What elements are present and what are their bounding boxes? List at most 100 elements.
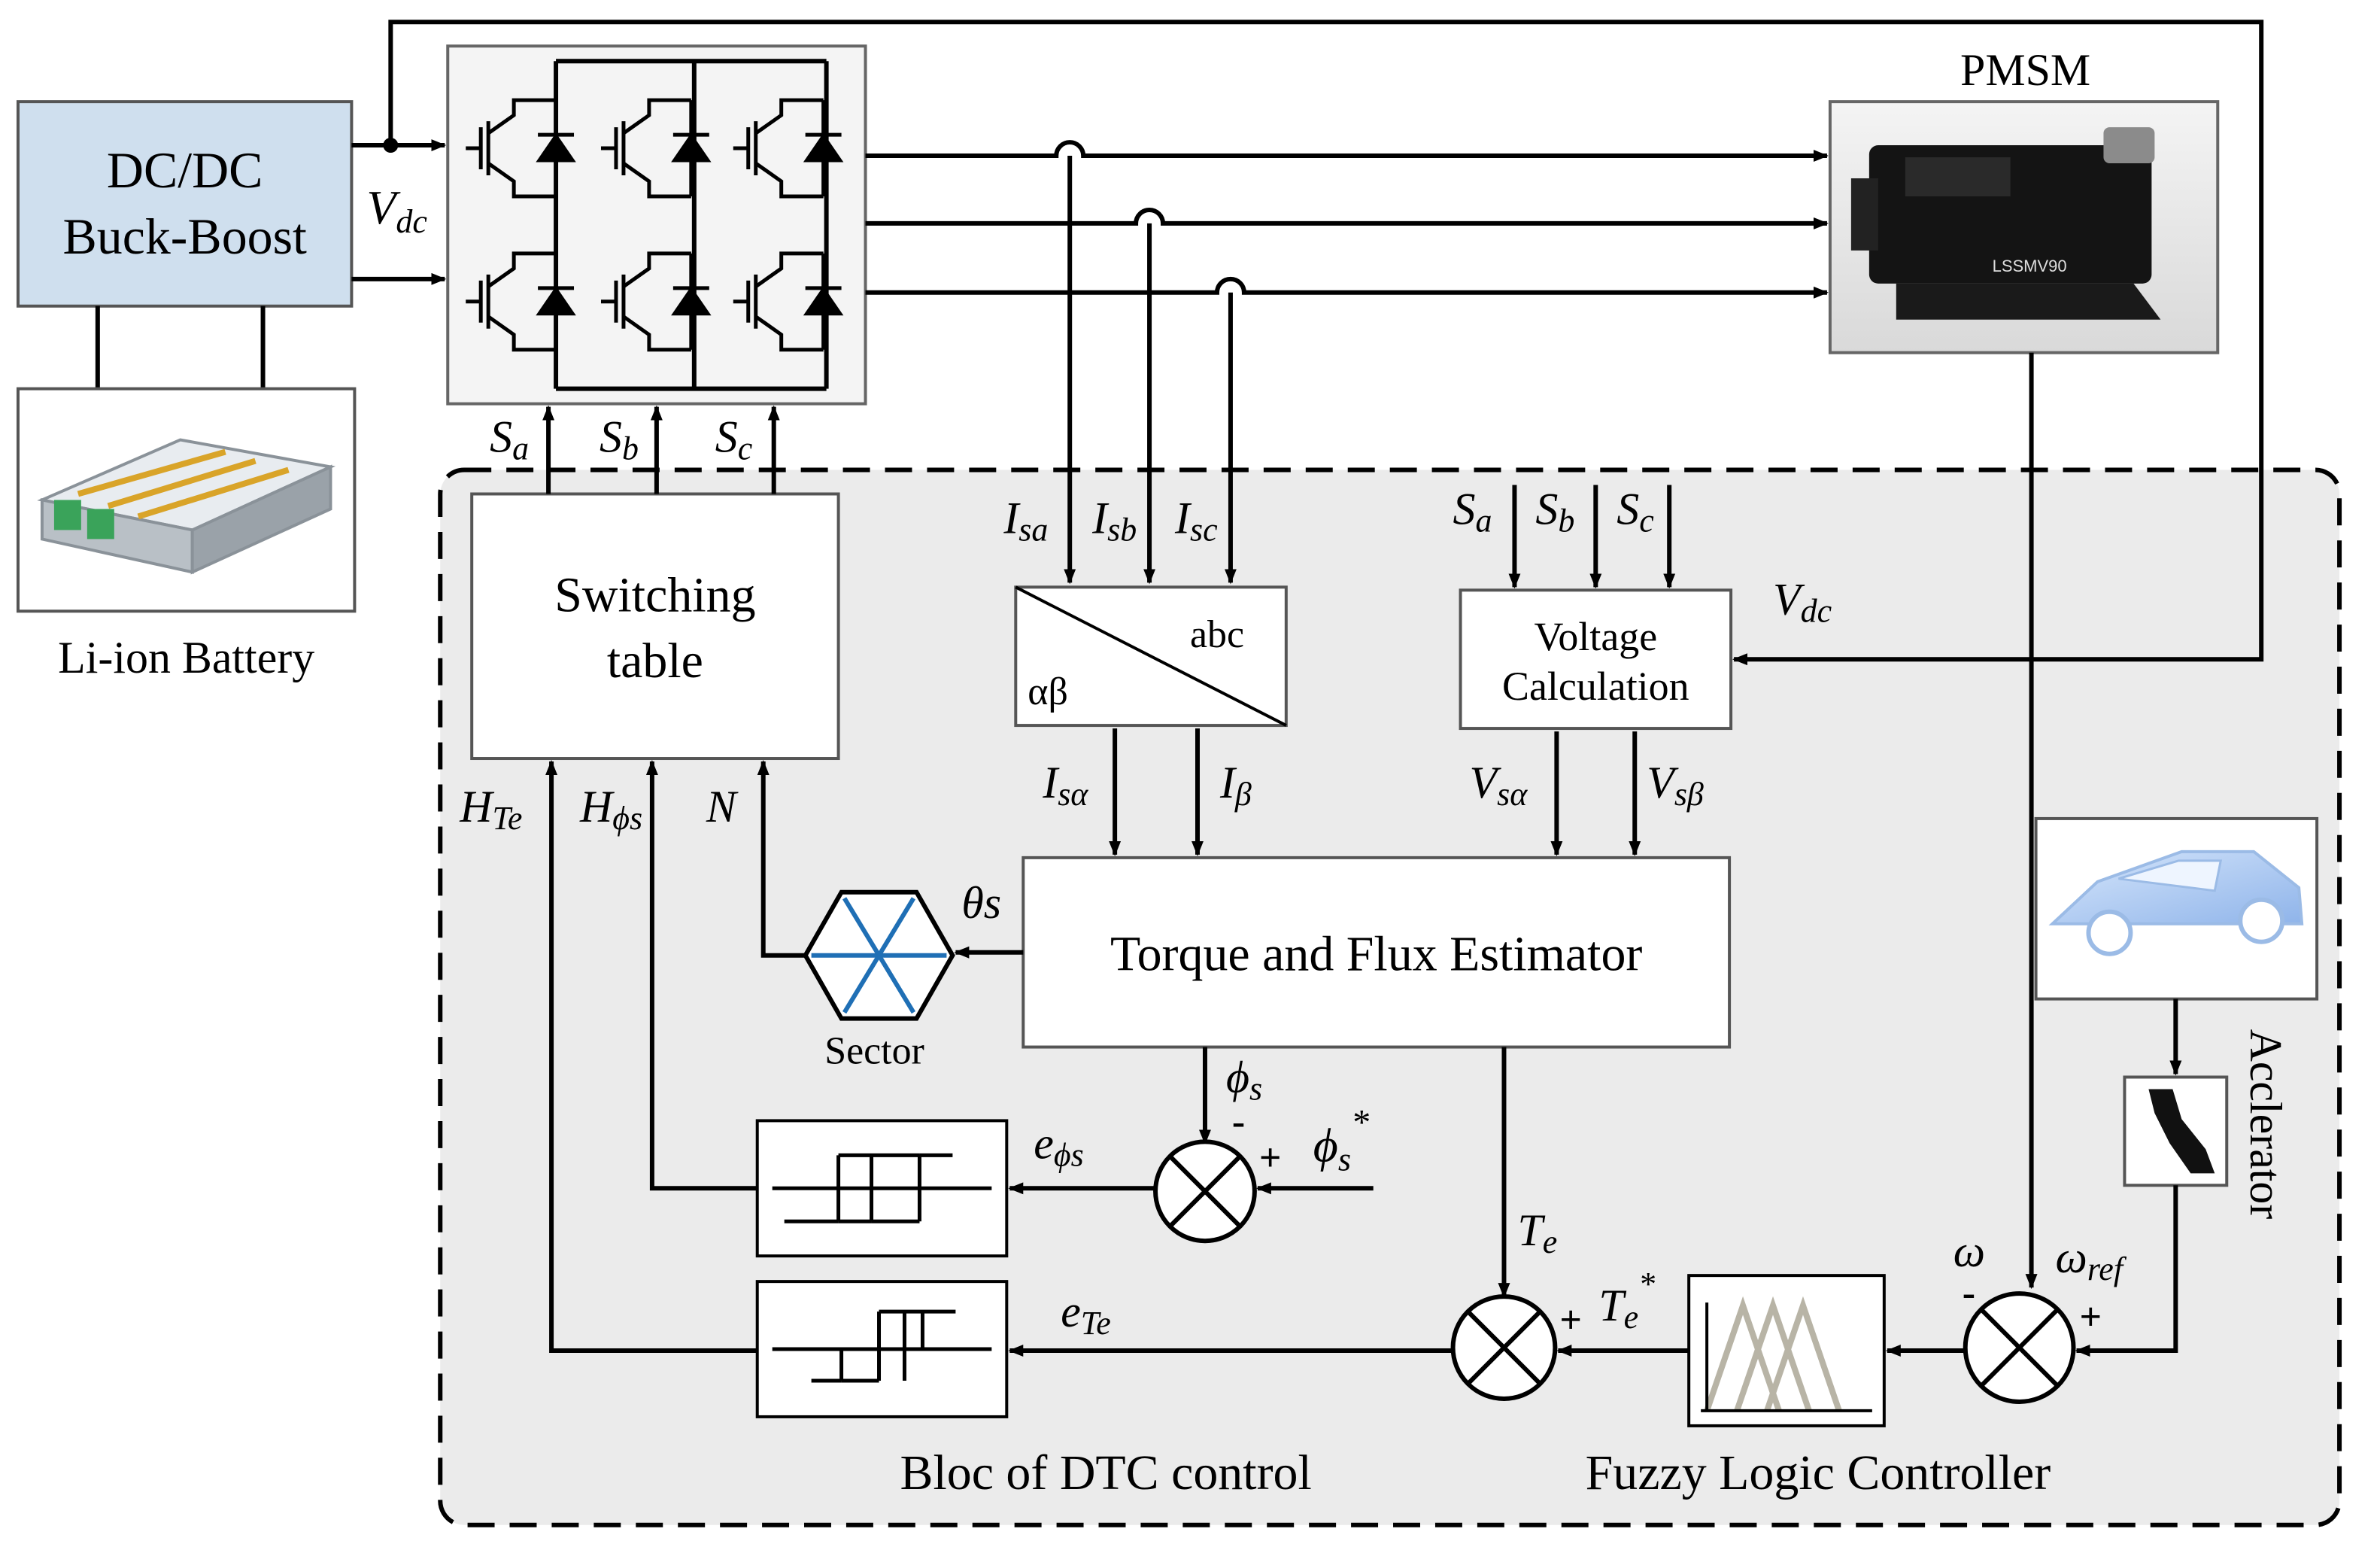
speed-minus-sign: - [1963,1272,1975,1314]
phase-lines [865,140,1829,585]
svg-text:Te: Te [1517,1205,1557,1260]
estimator-title: Torque and Flux Estimator [1110,927,1642,982]
svg-text:Vdc: Vdc [1773,574,1832,629]
motor-photo-icon: LSSMV90 [1850,127,2161,320]
dtc-caption: Bloc of DTC control [900,1445,1311,1500]
dcdc-converter: DC/DC Buck-Boost [16,100,354,308]
svg-text:Vsβ: Vsβ [1647,758,1704,813]
svg-text:Hϕs: Hϕs [579,782,642,837]
te-label: Te [1517,1205,1557,1260]
svg-text:Sb: Sb [1535,484,1574,539]
flux-minus-sign: - [1232,1100,1245,1143]
speed-ref-line [2075,1185,2178,1357]
svg-text:Isb: Isb [1091,493,1137,548]
igbt-switches [466,98,844,352]
current-labels: Isa Isb Isc [1003,493,1218,548]
phi-s-ref-label: ϕs* [1313,1102,1369,1178]
abc-ab-transform: abc αβ [1014,585,1288,728]
svg-text:ωref: ωref [2056,1232,2127,1287]
voltage-inputs [1508,485,1676,589]
accelerator-label: Acclerator [2241,1029,2290,1220]
voltage-title-1: Voltage [1534,614,1657,659]
switching-table-block: Switching table [470,492,840,761]
svg-text:Isa: Isa [1003,493,1048,548]
igbt-switch-icon [466,98,576,199]
svg-text:Sa: Sa [1453,484,1492,539]
voltage-calc-block: Voltage Calculation [1459,588,1733,731]
dcdc-title-1: DC/DC [107,141,263,199]
sector-star-icon [811,897,947,1014]
igbt-switch-icon [600,251,712,352]
igbt-switch-icon [733,98,844,199]
svg-text:eϕs: eϕs [1034,1118,1083,1173]
theta-label: θs [961,878,1001,928]
h-phis-line [645,760,757,1191]
h-te-label: HTe [459,782,522,837]
inverter [446,44,867,406]
speed-plus-sign: + [2080,1296,2102,1339]
svg-text:Te*: Te* [1598,1266,1655,1336]
svg-text:ϕs*: ϕs* [1313,1102,1369,1178]
sector-label: Sector [824,1030,924,1073]
gate-signals [542,405,780,494]
alphabeta-label: αβ [1028,670,1068,713]
h-te-line [545,760,757,1354]
flc-caption: Fuzzy Logic Controller [1586,1445,2051,1500]
gate-labels: Sa Sb Sc [490,412,753,467]
vehicle-block [2034,816,2319,1001]
flux-comparator [1153,1139,1257,1244]
pmsm-label: PMSM [1960,45,2090,95]
battery-block: Li-ion Battery [16,305,357,682]
motor-plate-text: LSSMV90 [1993,257,2067,275]
switching-title-2: table [607,634,703,688]
vdc-label: Vdc [366,181,427,240]
svg-text:Sa: Sa [490,412,529,467]
torque-comparator [1450,1294,1558,1401]
estimator-input-labels: Isα Iβ Vsα Vsβ [1042,758,1704,813]
svg-text:HTe: HTe [459,782,522,837]
car-icon [2048,849,2304,956]
battery-label: Li-ion Battery [58,633,314,682]
pmsm-motor: PMSM LSSMV90 [1828,45,2220,354]
switching-title-1: Switching [554,567,755,622]
flux-hysteresis-block [755,1119,1009,1258]
fuzzy-logic-block [1687,1274,1886,1427]
igbt-switch-icon [600,98,712,199]
accelerator-pedal-block [2123,1075,2229,1187]
svg-text:ϕs: ϕs [1226,1052,1262,1107]
svg-text:eTe: eTe [1061,1287,1110,1342]
svg-text:Sc: Sc [1617,484,1654,539]
h-phis-label: Hϕs [579,782,642,837]
n-label: N [706,782,739,831]
dcdc-title-2: Buck-Boost [62,208,307,265]
sector-block: Sector [803,889,955,1073]
torque-plus-sign: + [1559,1299,1582,1342]
e-te-label: eTe [1061,1287,1110,1342]
svg-text:Iβ: Iβ [1219,758,1252,813]
torque-flux-estimator: Torque and Flux Estimator [1022,856,1732,1049]
svg-text:Vdc: Vdc [366,181,427,240]
svg-text:Isc: Isc [1174,493,1218,548]
abc-label: abc [1190,613,1244,656]
flux-plus-sign: + [1259,1136,1282,1179]
n-line [757,760,806,958]
pedal-icon [2148,1089,2215,1174]
omega-label: ω [1953,1226,1985,1276]
omega-ref-label: ωref [2056,1232,2127,1287]
speed-comparator [1963,1291,2076,1404]
estimator-inputs [1109,728,1641,856]
svg-text:Sb: Sb [600,412,639,467]
battery-pack-icon [37,438,336,575]
bus-junction [383,138,399,153]
svg-text:Vsα: Vsα [1470,758,1528,813]
svg-text:Isα: Isα [1042,758,1088,813]
voltage-input-labels: Sa Sb Sc Vdc [1453,484,1832,629]
te-ref-label: Te* [1598,1266,1655,1336]
phi-s-label: ϕs [1226,1052,1262,1107]
e-phis-label: eϕs [1034,1118,1083,1173]
voltage-title-2: Calculation [1502,664,1689,709]
svg-text:Sc: Sc [715,412,753,467]
torque-hysteresis-block [755,1280,1009,1418]
igbt-switch-icon [733,251,844,352]
